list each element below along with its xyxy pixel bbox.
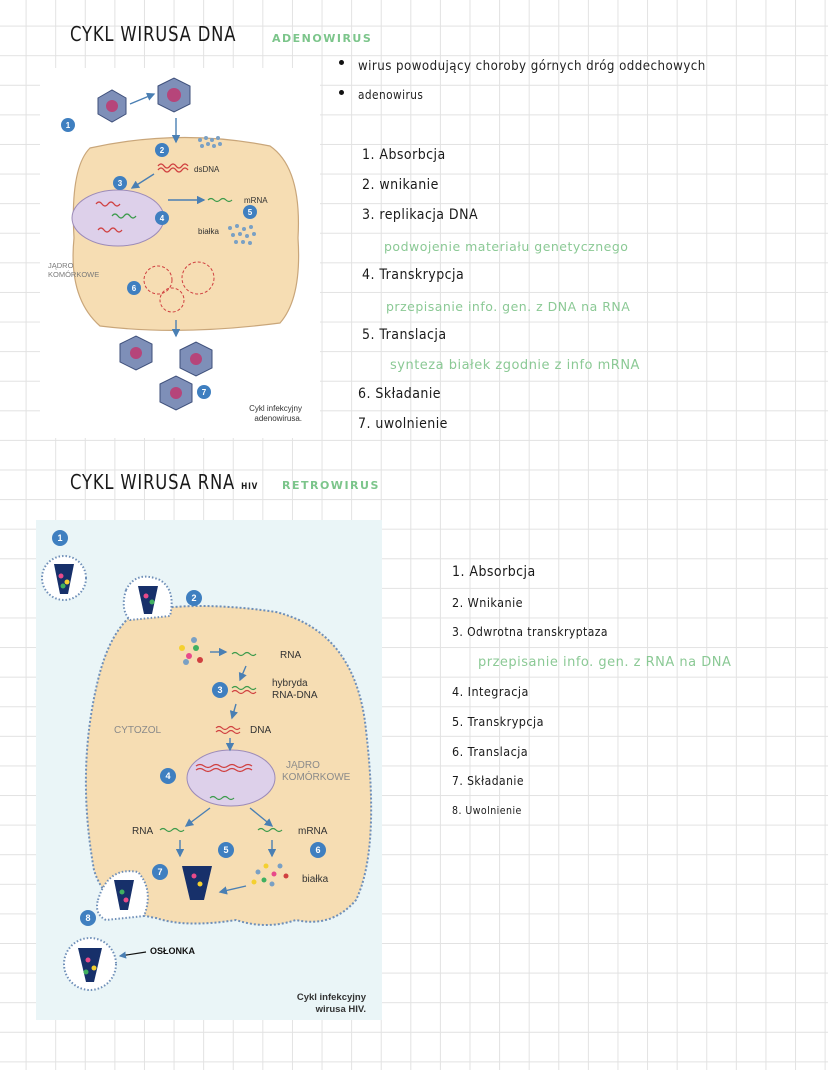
hiv-virion-icon (63, 937, 117, 991)
s2-step-1: 1. Absorbcja (452, 564, 536, 580)
marker-5: 5 (248, 208, 253, 217)
label-bialka: białka (198, 227, 219, 236)
label-mrna: mRNA (298, 826, 328, 837)
marker-3: 3 (217, 685, 222, 695)
s2-step-3: 3. Odwrotna transkryptaza (452, 625, 608, 639)
caption-line-2: wirusa HIV. (315, 1004, 366, 1015)
s1-step-4: 4. Transkrypcja (362, 267, 465, 283)
label-nucleus-2: KOMÓRKOWE (48, 270, 99, 279)
note-line-1: wirus powodujący choroby górnych dróg od… (358, 58, 706, 74)
s1-step-5: 5. Translacja (362, 327, 447, 343)
label-cytozol: CYTOZOL (114, 725, 161, 736)
s1-step-3-note: podwojenie materiału genetycznego (384, 239, 629, 254)
section2-tag: RETROWIRUS (282, 479, 380, 492)
label-hybryda-2: RNA-DNA (272, 690, 318, 701)
marker-1: 1 (57, 533, 62, 543)
marker-5: 5 (223, 845, 228, 855)
marker-2: 2 (191, 593, 196, 603)
marker-6: 6 (315, 845, 320, 855)
s1-step-4-note: przepisanie info. gen. z DNA na RNA (386, 299, 631, 314)
s1-step-1: 1. Absorbcja (362, 147, 446, 163)
section2-title: CYKL WIRUSA RNA HIV (70, 470, 259, 494)
marker-4: 4 (160, 214, 165, 223)
viral-core-icon (179, 637, 203, 665)
s1-step-5-note: synteza białek zgodnie z info mRNA (390, 358, 640, 373)
label-rna-top: RNA (280, 650, 301, 661)
hiv-virion-icon (41, 555, 87, 601)
label-dna: DNA (250, 725, 271, 736)
label-dsdna: dsDNA (194, 165, 220, 174)
s1-step-7: 7. uwolnienie (358, 416, 448, 432)
s2-step-3-note: przepisanie info. gen. z RNA na DNA (478, 655, 732, 670)
s2-step-7: 7. Składanie (452, 774, 524, 788)
hiv-virion-icon (96, 870, 149, 922)
adenovirus-cycle-figure: dsDNA mRNA białka JĄDRO KOMÓRKOWE 1 2 3 … (40, 68, 320, 438)
s2-step-6: 6. Translacja (452, 744, 529, 759)
adenovirus-particle-icon (159, 375, 193, 411)
caption-line-1: Cykl infekcyjny (297, 992, 367, 1003)
s1-step-2: 2. wnikanie (362, 177, 439, 193)
marker-8: 8 (85, 913, 90, 923)
marker-3: 3 (118, 179, 123, 188)
label-hybryda-1: hybryda (272, 678, 308, 689)
marker-2: 2 (160, 146, 165, 155)
bullet-icon (339, 60, 344, 65)
marker-4: 4 (165, 771, 170, 781)
hiv-virion-icon (122, 575, 173, 622)
marker-6: 6 (132, 284, 137, 293)
s1-step-6: 6. Składanie (358, 386, 441, 402)
label-nucleus-1: JĄDRO (286, 760, 320, 771)
label-nucleus-1: JĄDRO (48, 261, 74, 270)
adenovirus-particle-icon (97, 89, 127, 123)
label-rna-left: RNA (132, 826, 153, 837)
caption-line-2: adenowirusa. (254, 414, 302, 423)
label-oslonka: OSŁONKA (150, 946, 196, 956)
section1-title: CYKL WIRUSA DNA (70, 22, 237, 46)
s2-step-2: 2. Wnikanie (452, 595, 524, 610)
hiv-virion-icon (182, 866, 212, 900)
label-bialka: białka (302, 874, 329, 885)
s1-step-3: 3. replikacja DNA (362, 207, 479, 223)
marker-7: 7 (157, 867, 162, 877)
caption-line-1: Cykl infekcyjny (249, 404, 302, 413)
nucleus (186, 749, 276, 807)
label-mrna: mRNA (244, 196, 268, 205)
s2-step-4: 4. Integracja (452, 684, 529, 699)
nucleus (71, 189, 165, 247)
adenovirus-particle-icon (119, 335, 153, 371)
label-nucleus-2: KOMÓRKOWE (282, 770, 351, 783)
marker-1: 1 (66, 121, 71, 130)
note-line-2: adenowirus (358, 88, 424, 102)
s2-step-5: 5. Transkrypcja (452, 714, 544, 729)
section1-tag: ADENOWIRUS (272, 32, 373, 45)
hiv-cycle-figure: RNA hybryda RNA-DNA DNA CYTOZOL JĄDRO KO… (36, 520, 382, 1020)
protein-cluster-icon (251, 863, 289, 887)
marker-7: 7 (202, 388, 207, 397)
adenovirus-particle-icon (157, 77, 191, 113)
bullet-icon (339, 90, 344, 95)
adenovirus-particle-icon (179, 341, 213, 377)
host-cell (72, 136, 300, 331)
s2-step-8: 8. Uwolnienie (452, 805, 522, 817)
